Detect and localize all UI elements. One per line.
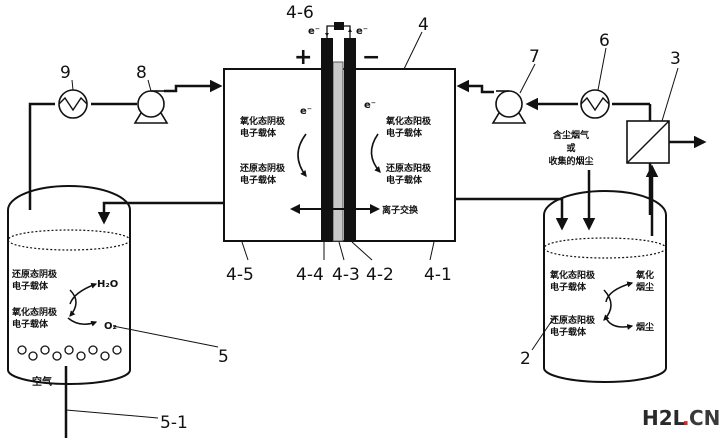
power-source [334, 22, 344, 30]
label-5: 5 [218, 347, 229, 367]
label-8: 8 [136, 63, 147, 83]
label-4-2: 4-2 [366, 265, 394, 285]
anode-plate-4-4 [321, 38, 333, 241]
label-7: 7 [529, 47, 540, 67]
leader-lines [65, 31, 679, 419]
cell-reduced-anode-1: 还原态阴极 [239, 162, 286, 174]
left-reaction-arrow-1 [69, 289, 77, 317]
water-label: H₂O [97, 279, 118, 290]
right-tank-reduced-2: 电子载体 [550, 326, 587, 338]
heat-exchanger-9 [58, 89, 88, 119]
air-bubbles [17, 345, 122, 361]
label-5-1: 5-1 [160, 413, 188, 433]
right-return-pipe [455, 197, 569, 231]
inlet-device-3 [626, 120, 670, 164]
pump-8 [133, 90, 169, 124]
cell-oxidized-cathode-1: 氧化态阳极 [385, 115, 432, 127]
left-tank-oxidized-2: 电子载体 [12, 318, 49, 330]
device3-feed-pipe [612, 142, 627, 172]
cell-right-curve-arrow [370, 133, 381, 173]
svg-text:CN: CN [689, 406, 720, 430]
right-tank-oxidized-2: 电子载体 [550, 281, 587, 293]
dust-label: 烟尘 [636, 321, 654, 333]
electron-cell-left: e⁻ [300, 106, 312, 117]
label-4-5: 4-5 [226, 265, 254, 285]
cell-oxidized-anode-1: 氧化态阴极 [239, 115, 286, 127]
left-reaction-arrow-2 [69, 282, 98, 305]
right-tank-reduced-1: 还原态阳极 [549, 314, 596, 326]
pipe-8-to-cell [164, 79, 223, 93]
feed-text-2: 或 [566, 142, 575, 154]
cathode-plate-4-2 [344, 38, 356, 241]
electron-top-left: e⁻ [308, 26, 320, 37]
label-9: 9 [60, 63, 71, 83]
feed-text-1: 含尘烟气 [552, 129, 589, 141]
cell-oxidized-anode-2: 电子载体 [240, 127, 277, 139]
pipe-7-to-cell [456, 79, 494, 94]
label-6: 6 [599, 31, 610, 51]
feed-text-3: 收集的烟尘 [548, 155, 593, 167]
label-4: 4 [418, 15, 429, 35]
cell-reduced-anode-2: 电子载体 [240, 174, 277, 186]
heat-exchanger-6 [580, 89, 610, 119]
label-2: 2 [520, 349, 531, 369]
electron-cell-right: e⁻ [364, 100, 376, 111]
label-4-4: 4-4 [296, 265, 324, 285]
svg-text:.: . [682, 406, 690, 430]
label-4-3: 4-3 [332, 265, 360, 285]
left-tank-reduced-2: 电子载体 [12, 280, 49, 292]
right-reaction-arrow-2 [605, 281, 634, 303]
left-reaction-arrow-3 [67, 317, 98, 327]
cell-reduced-cathode-2: 电子载体 [386, 174, 423, 186]
air-label: 空气 [32, 375, 52, 388]
svg-text:H2L: H2L [642, 406, 686, 430]
membrane-4-3 [332, 61, 344, 242]
label-4-1: 4-1 [424, 265, 452, 285]
cell-reduced-cathode-1: 还原态阳极 [385, 162, 432, 174]
right-tank-oxidized-1: 氧化态阳极 [549, 269, 596, 281]
oxidized-dust-1: 氧化 [635, 269, 654, 281]
right-reaction-arrow-3 [605, 317, 634, 330]
pump-7 [491, 90, 527, 124]
ion-exchange-label: 离子交换 [382, 204, 419, 216]
watermark-logo: H2L . CN [642, 406, 720, 430]
catholyte-tank [543, 190, 667, 383]
left-tank-oxidized-1: 氧化态阴极 [11, 306, 58, 318]
cell-left-curve-arrow [297, 133, 307, 178]
right-reaction-arrow-1 [603, 289, 612, 321]
oxidized-dust-2: 烟尘 [636, 281, 654, 293]
left-tank-reduced-1: 还原态阴极 [11, 268, 58, 280]
oxygen-label: O₂ [104, 321, 117, 332]
label-4-6: 4-6 [286, 3, 314, 23]
minus-sign: − [362, 45, 380, 70]
cell-oxidized-cathode-2: 电子载体 [386, 127, 423, 139]
electron-top-right: e⁻ [356, 26, 368, 37]
device3-to-tank [633, 110, 650, 121]
left-supply-pipe [28, 102, 55, 210]
label-3: 3 [670, 49, 681, 69]
left-return-pipe [97, 201, 224, 225]
anolyte-tank [7, 185, 131, 385]
plus-sign: + [294, 45, 312, 70]
